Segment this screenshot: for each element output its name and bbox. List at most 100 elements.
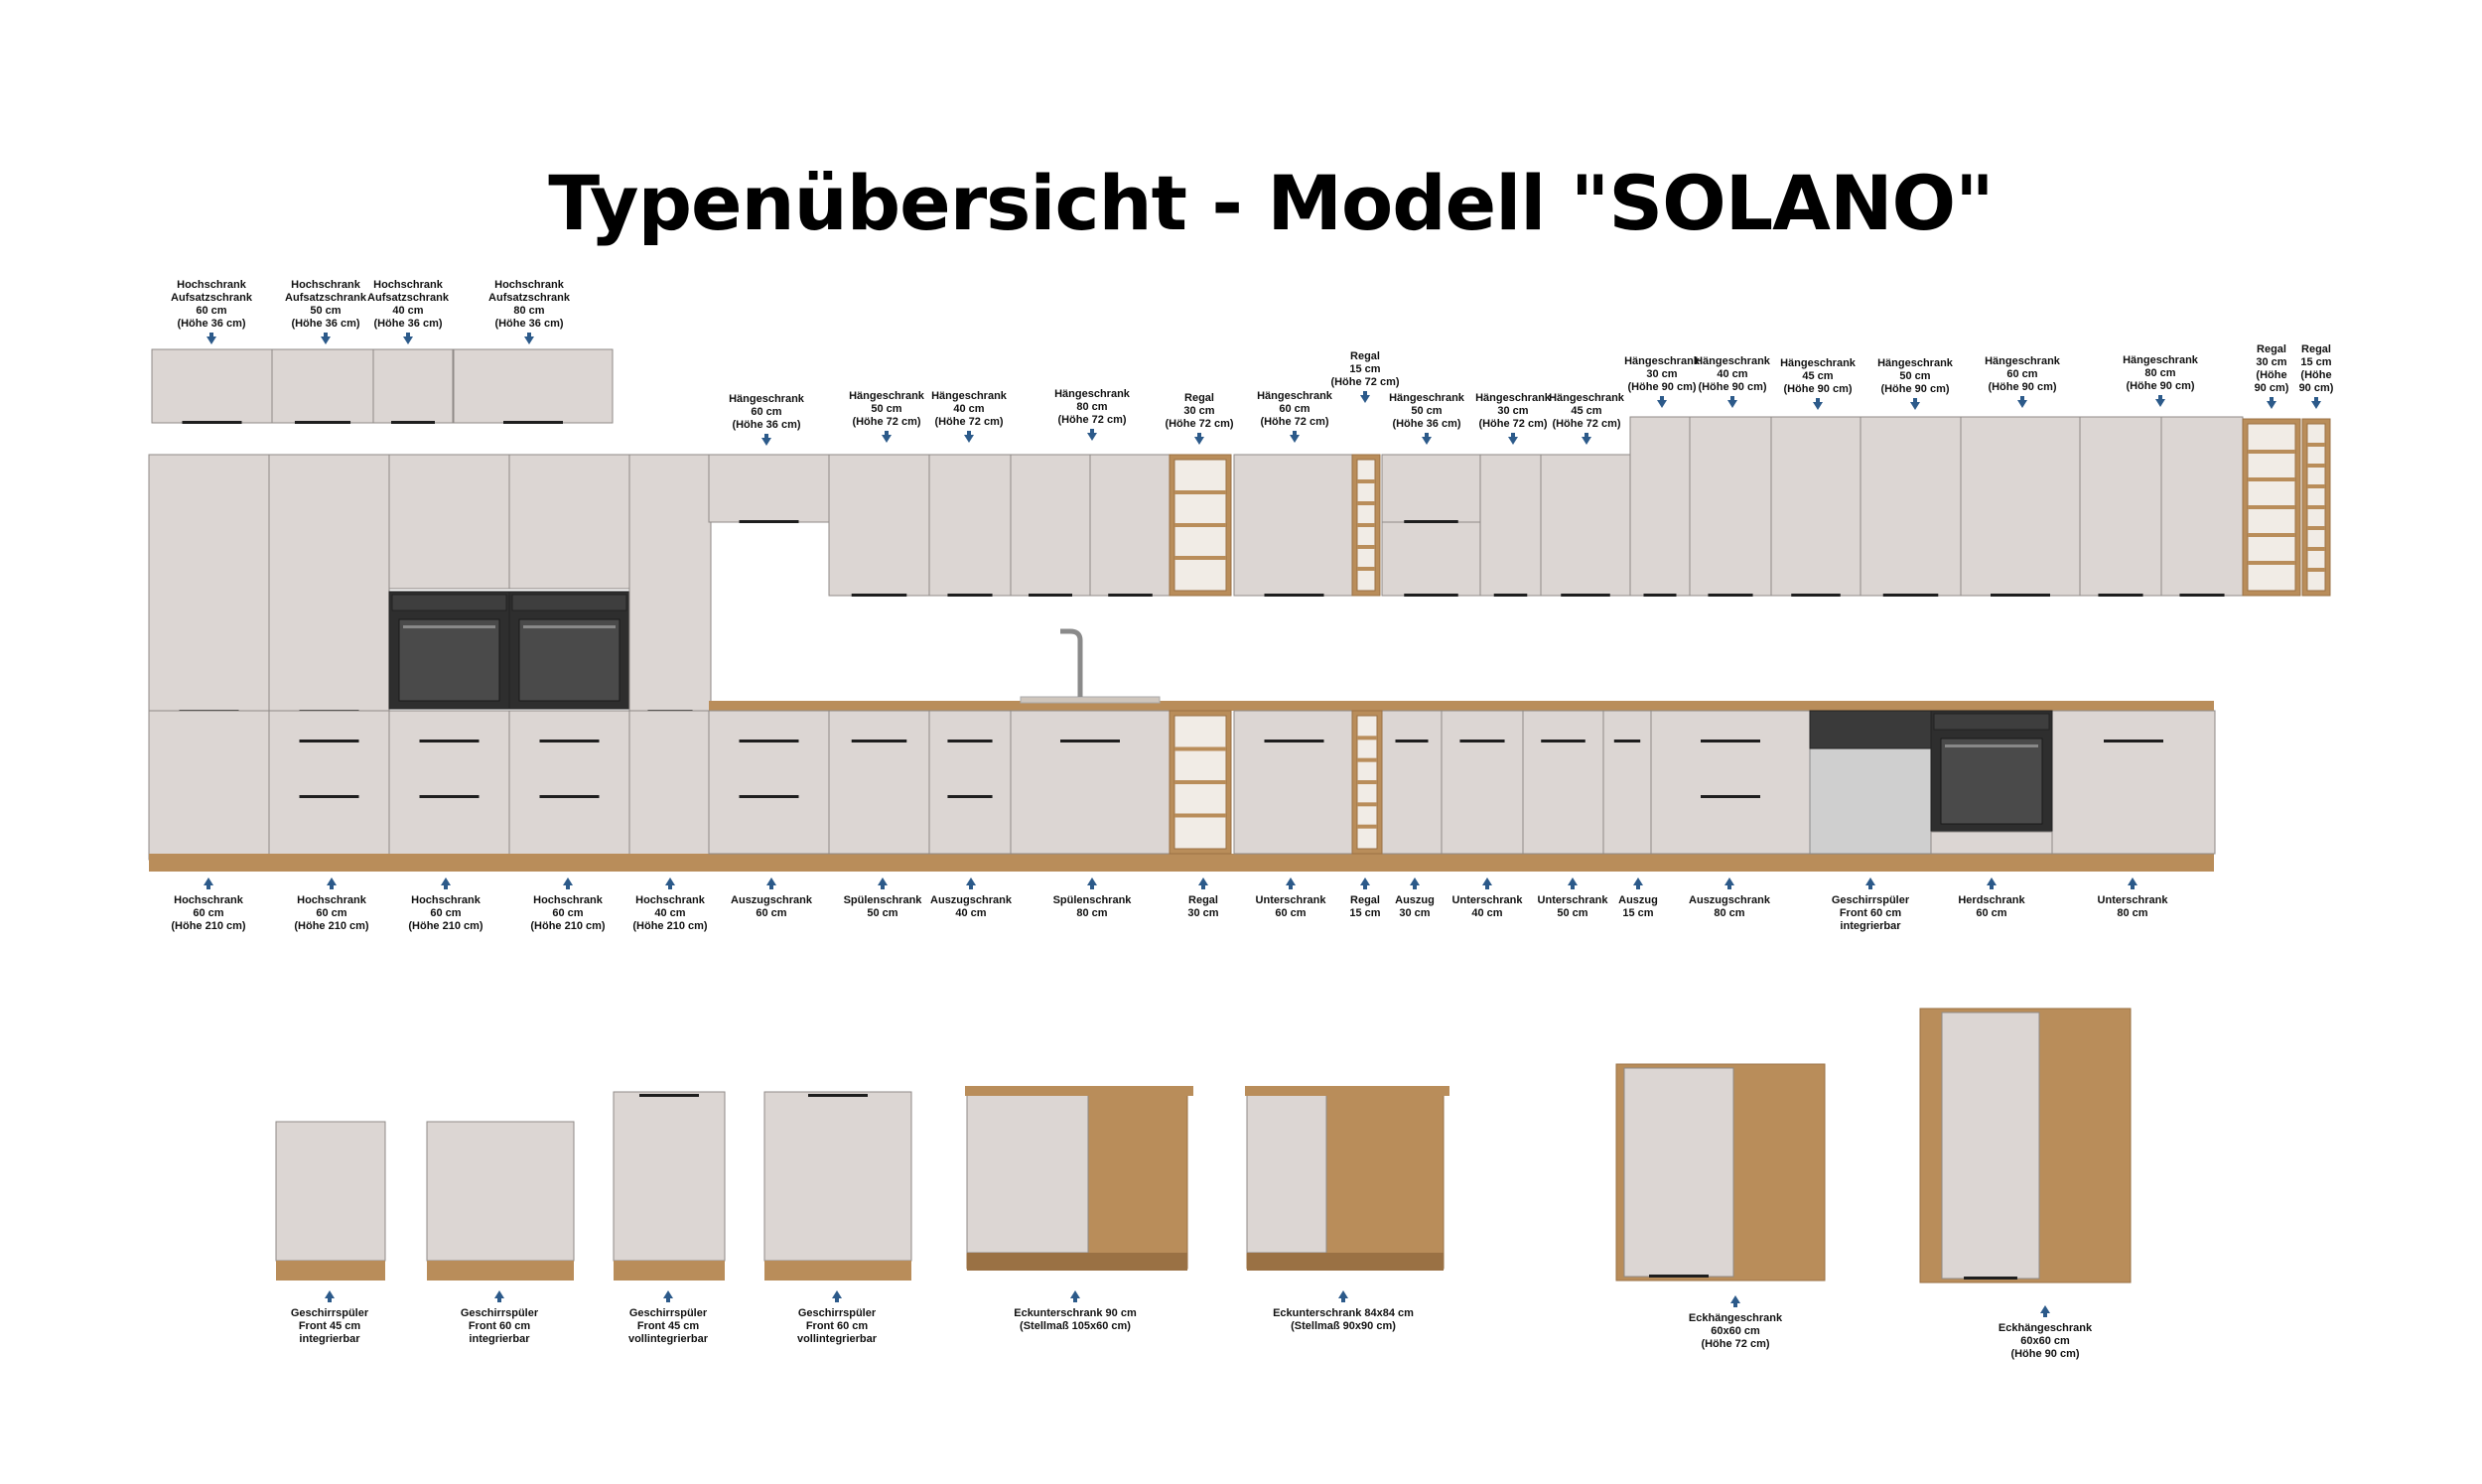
label-line: Hochschrank [297, 894, 367, 906]
handle [1264, 594, 1324, 597]
label-line: 90 cm) [2299, 382, 2334, 394]
handle [539, 795, 600, 798]
faucet-icon [1060, 628, 1083, 697]
arrow-up-icon [665, 877, 675, 885]
cabinet-front [1089, 454, 1172, 597]
arrow-up-icon [2128, 877, 2137, 885]
label-line: Front 60 cm [469, 1320, 531, 1332]
oven-handle [403, 625, 495, 628]
arrow-down-stem [2270, 397, 2274, 402]
arrow-up-icon [1724, 877, 1734, 885]
arrow-up-icon [1087, 877, 1097, 885]
label-line: Auszugschrank [731, 894, 813, 906]
shelf-board [1357, 757, 1377, 762]
arrow-up-stem [1289, 884, 1293, 889]
label-line: Hängeschrank [849, 390, 925, 402]
arrow-down-icon [2017, 400, 2027, 408]
label-line: Hängeschrank [1624, 355, 1701, 367]
cabinet-front [628, 710, 712, 861]
shelf-board [2307, 505, 2325, 509]
label-line: (Höhe 210 cm) [171, 920, 246, 932]
cabinet-front [2079, 416, 2162, 597]
arrow-up-icon [1568, 877, 1578, 885]
label-line: (Höhe 72 cm) [852, 416, 920, 428]
cabinet-front [628, 454, 712, 712]
cabinet-front [1246, 1093, 1327, 1254]
arrow-up-stem [497, 1297, 501, 1302]
arrow-up-icon [1987, 877, 1997, 885]
arrow-up-stem [207, 884, 210, 889]
cabinet-front [1689, 416, 1772, 597]
label-line: (Höhe 36 cm) [373, 318, 442, 330]
cabinet-front [148, 710, 270, 861]
arrow-up-icon [325, 1290, 335, 1298]
cabinet-front [928, 454, 1012, 597]
shelf-board [1357, 501, 1375, 505]
cabinet-front [1602, 710, 1652, 855]
oven-panel [1933, 713, 2050, 731]
label-line: Auszug [1395, 894, 1435, 906]
handle [1404, 520, 1458, 523]
arrow-up-stem [1990, 884, 1994, 889]
label-line: 40 cm [1717, 368, 1747, 380]
cabinet-front [1770, 416, 1862, 597]
handle [1404, 594, 1458, 597]
arrow-up-icon [663, 1290, 673, 1298]
shelf-board [1357, 802, 1377, 807]
label-line: 40 cm [654, 907, 685, 919]
label-line: 30 cm [1646, 368, 1677, 380]
shelf-board [1174, 556, 1226, 560]
label-line: Aufsatzschrank [171, 292, 253, 304]
label-line: Hochschrank [373, 279, 444, 291]
label-line: Hängeschrank [931, 390, 1008, 402]
label-line: 60 cm [193, 907, 223, 919]
corner-worktop-84 [1245, 1086, 1449, 1096]
arrow-up-stem [1341, 1297, 1345, 1302]
cabinet-front [1860, 416, 1962, 597]
arrow-down-stem [1363, 391, 1367, 396]
label-line: 80 cm [1076, 401, 1107, 413]
arrow-down-stem [406, 333, 410, 337]
label-line: 15 cm [1349, 907, 1380, 919]
label-line: (Höhe 90 cm) [2126, 380, 2194, 392]
label-line: (Höhe 72 cm) [1260, 416, 1328, 428]
corner-plinth-84 [1247, 1253, 1444, 1271]
worktop [709, 701, 2214, 711]
arrow-down-stem [527, 333, 531, 337]
sink [1020, 696, 1161, 704]
handle [1108, 594, 1153, 597]
label-line: Unterschrank [1452, 894, 1524, 906]
handle [1459, 740, 1505, 742]
label-line: (Höhe 36 cm) [177, 318, 245, 330]
label-line: (Stellmaß 105x60 cm) [1020, 1320, 1131, 1332]
oven-window [1940, 738, 2043, 825]
handle [1701, 795, 1760, 798]
handle [1882, 594, 1939, 597]
label-line: Geschirrspüler [798, 1307, 877, 1319]
shelf-board [2307, 464, 2325, 468]
arrow-down-icon [1194, 437, 1204, 445]
cabinet-front [966, 1093, 1089, 1254]
handle [299, 740, 359, 742]
arrow-up-icon [1360, 877, 1370, 885]
label-line: Auszugschrank [1689, 894, 1771, 906]
label-line: 15 cm [2300, 356, 2331, 368]
plinth [149, 854, 2214, 872]
label-line: 60x60 cm [2020, 1335, 2070, 1347]
shelf-board [2248, 505, 2295, 509]
cabinet-front [1441, 710, 1524, 855]
cabinet-front [148, 454, 270, 712]
